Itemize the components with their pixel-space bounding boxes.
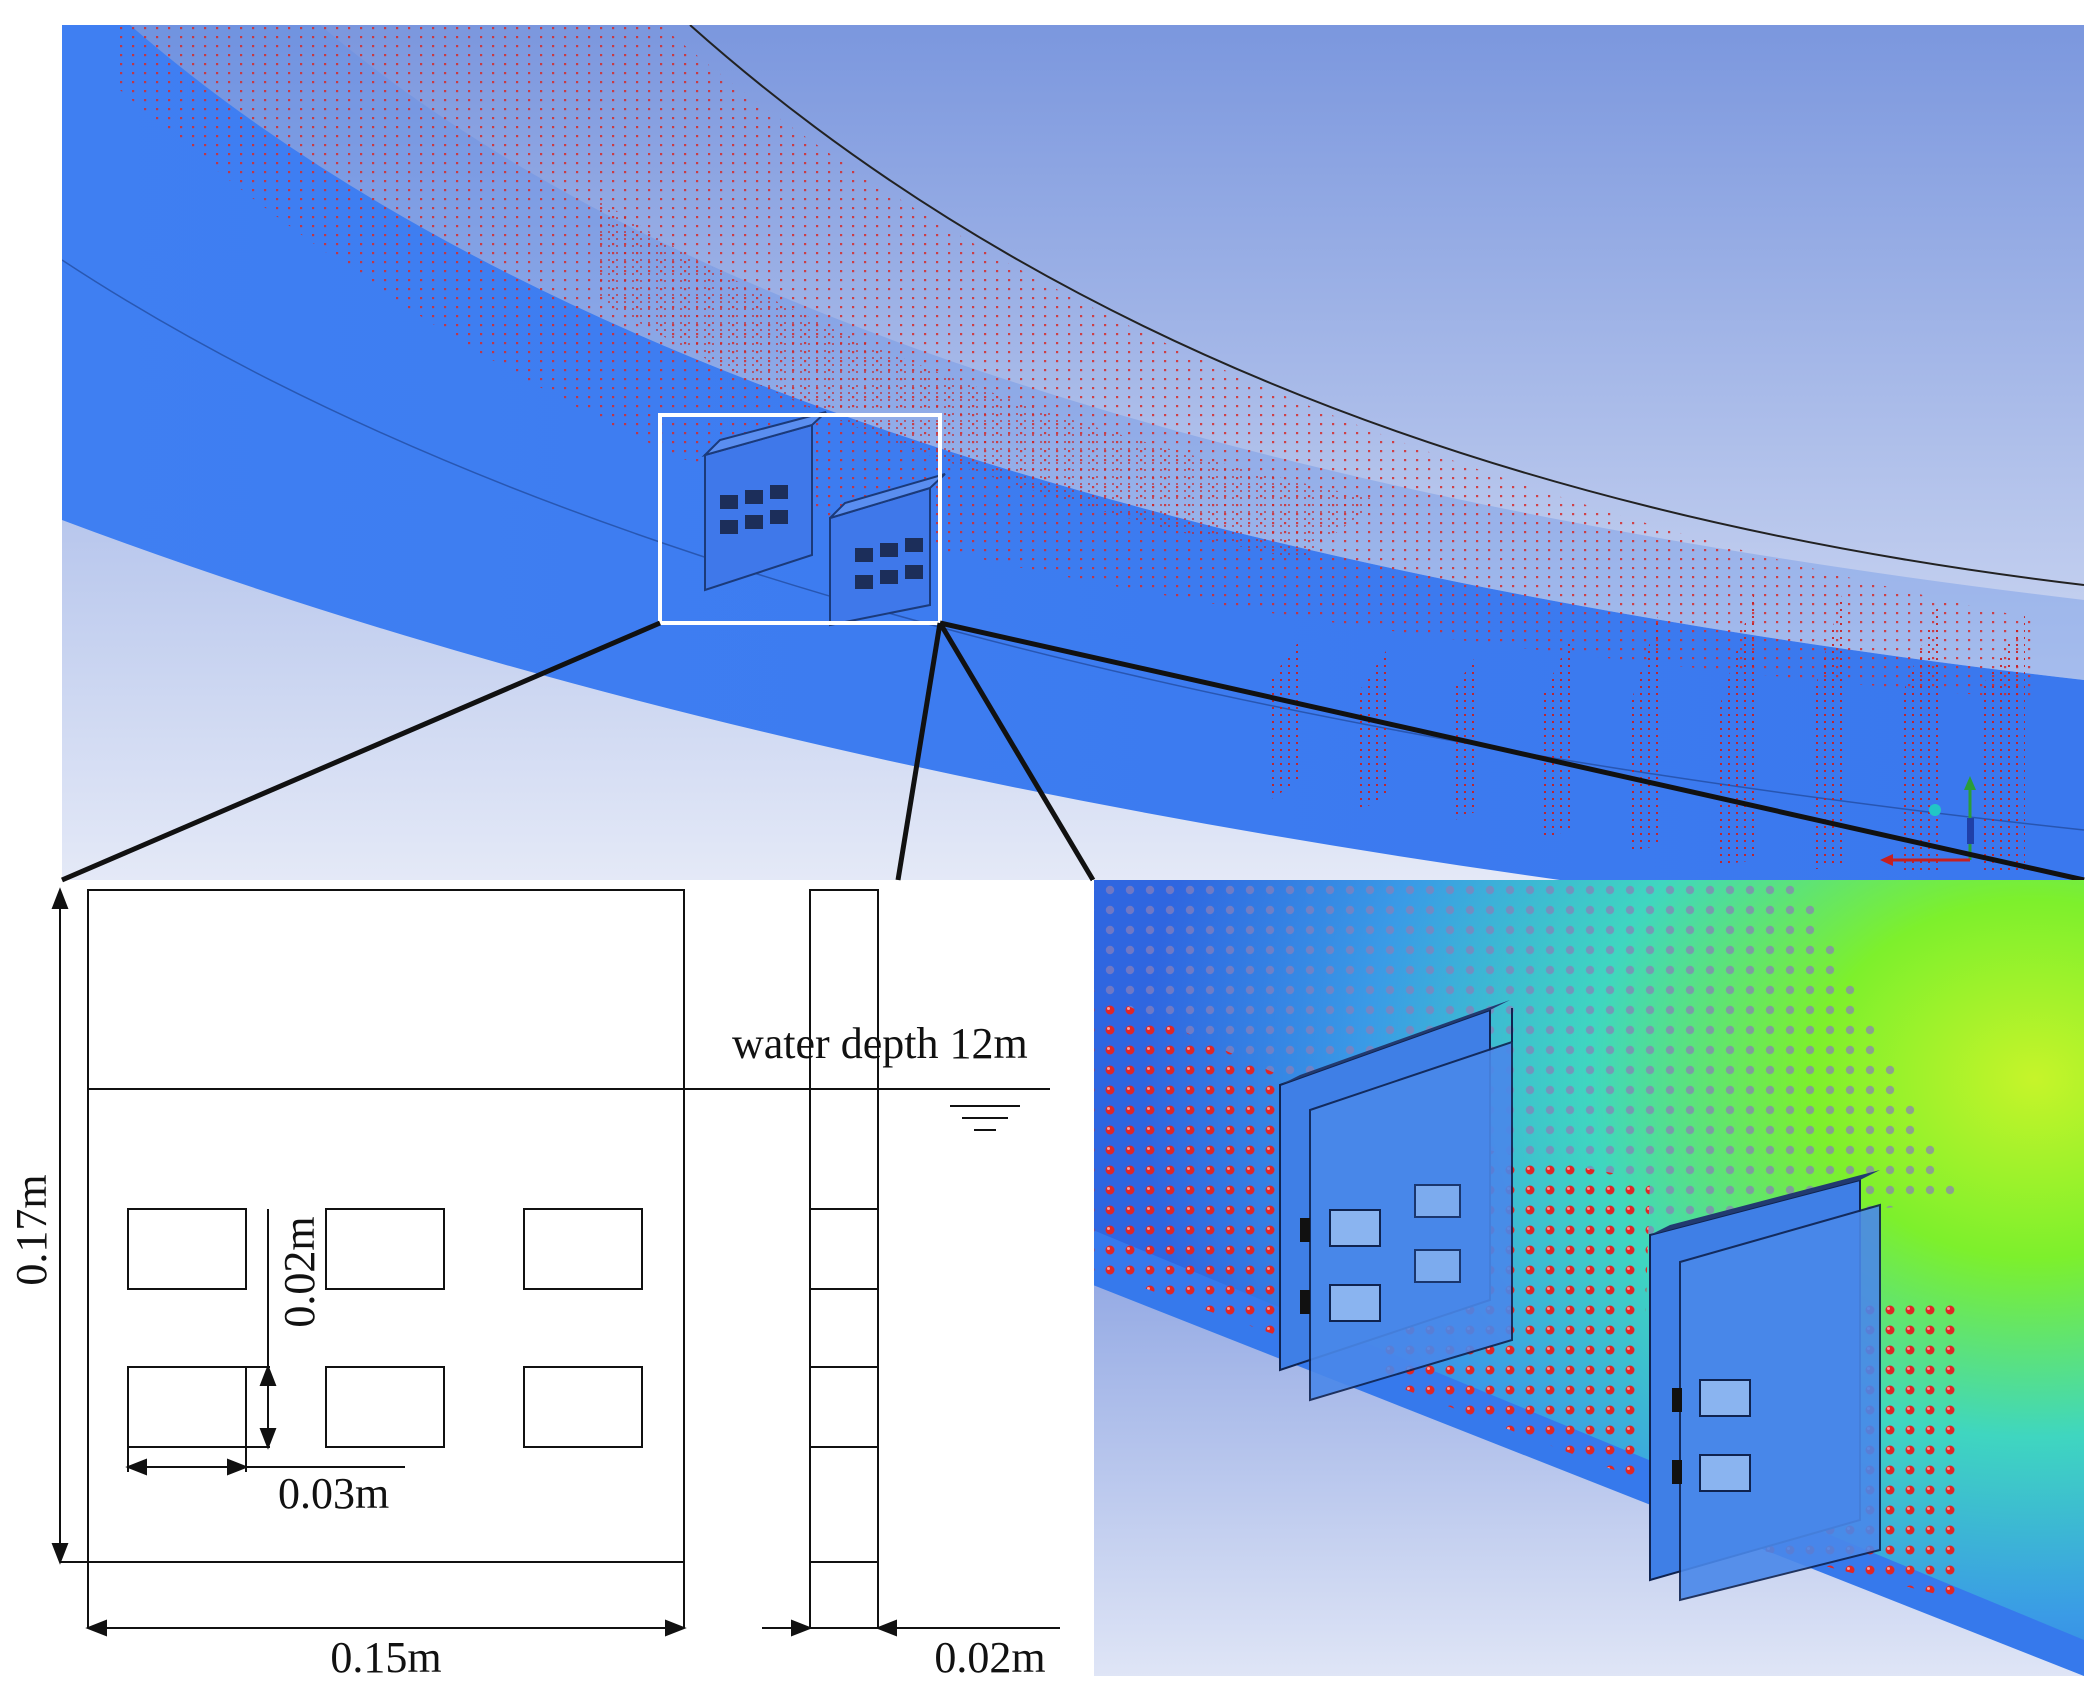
water-level-symbol-icon — [950, 1105, 1020, 1131]
overview-baffle-2 — [829, 473, 946, 627]
particle-field — [120, 25, 2040, 700]
closeup-baffle-1 — [1279, 1000, 1513, 1402]
overview-baffle-1 — [701, 411, 827, 592]
thickness-label: 0.02m — [934, 1633, 1045, 1682]
hole-r1-c3 — [523, 1208, 643, 1290]
baffle-front-view — [87, 889, 685, 1563]
baffle-side-view — [809, 889, 879, 1629]
hole-height-label: 0.02m — [275, 1216, 324, 1327]
axis-triad-icon — [1880, 776, 1976, 866]
zoom-connectors — [61, 620, 2085, 883]
closeup-particles-red-left — [1093, 990, 1290, 1340]
water-depth-label: water depth 12m — [732, 1019, 1028, 1068]
closeup-baffle-2 — [1649, 1170, 1881, 1602]
hole-r2-c2 — [325, 1366, 445, 1448]
hole-width-label: 0.03m — [278, 1469, 389, 1518]
outer-wall-line — [689, 25, 2084, 586]
flume-channel — [62, 25, 2084, 880]
dimension-drawing-panel — [51, 887, 1060, 1637]
closeup-particles-upper — [1093, 880, 1960, 1250]
particle-field-dense — [600, 200, 1380, 560]
hole-r1-c1 — [127, 1208, 247, 1290]
hole-r2-c3 — [523, 1366, 643, 1448]
particle-slices — [1270, 585, 2025, 872]
highlight-box — [658, 413, 942, 625]
width-label: 0.15m — [330, 1633, 441, 1682]
closeup-panel — [1092, 880, 2084, 1676]
hole-r1-c2 — [325, 1208, 445, 1290]
height-label: 0.17m — [7, 1174, 56, 1285]
hole-r2-c1 — [127, 1366, 247, 1448]
